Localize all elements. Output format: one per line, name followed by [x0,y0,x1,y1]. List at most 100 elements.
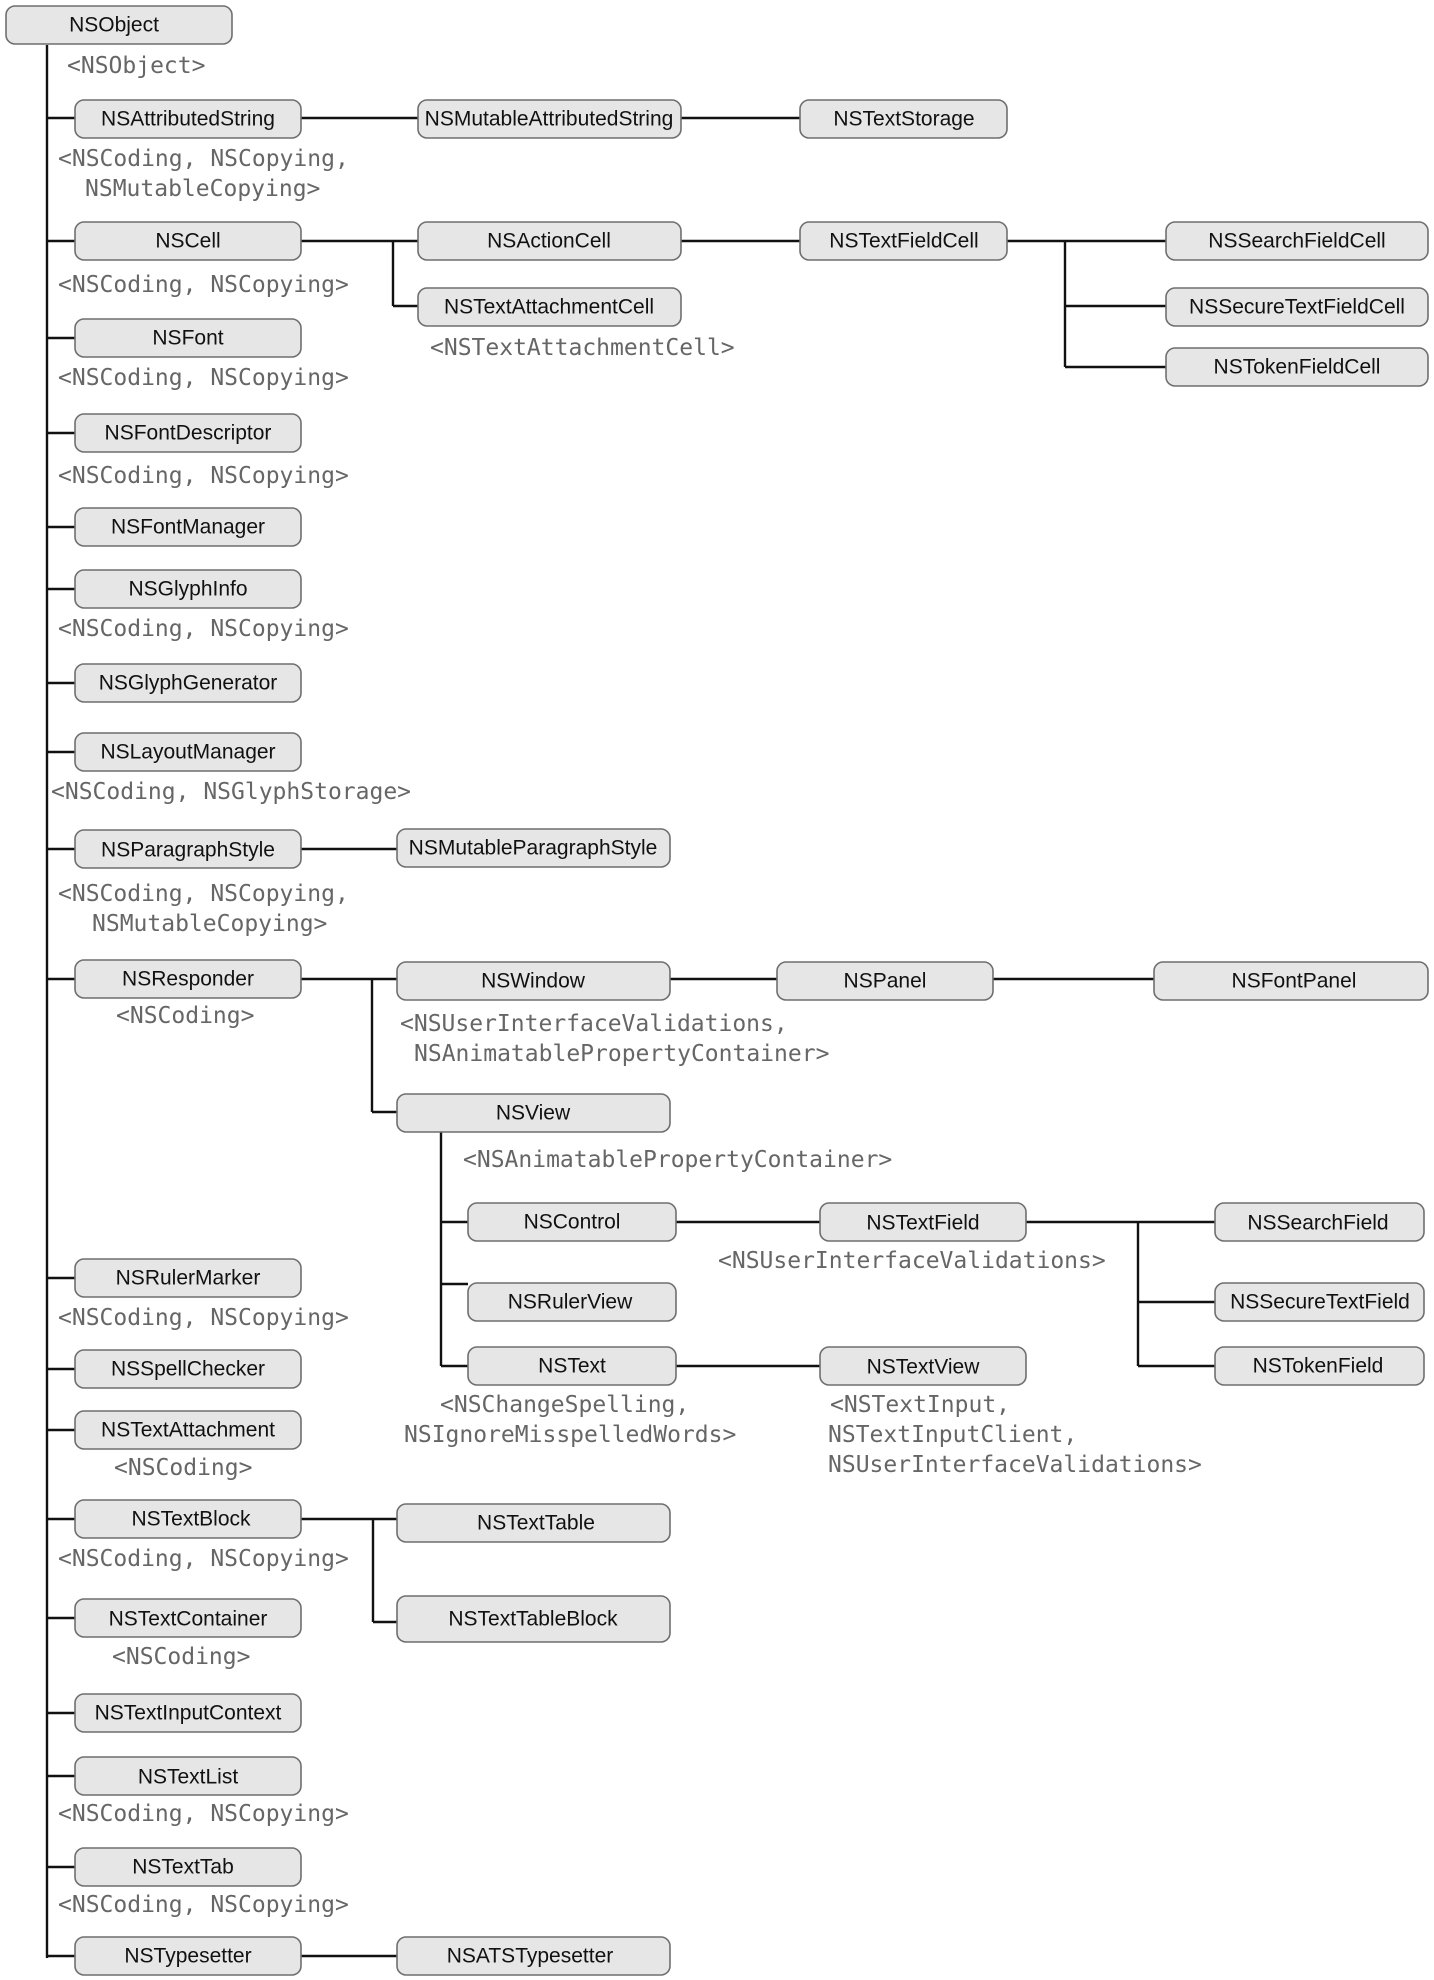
class-nstypesetter-label: NSTypesetter [124,1945,251,1968]
protocol-responder: <NSCoding> [116,1003,254,1029]
class-nsactioncell-label: NSActionCell [487,230,611,253]
class-nstokenfieldcell[interactable]: NSTokenFieldCell [1165,347,1429,387]
class-nstexttableblock[interactable]: NSTextTableBlock [396,1595,671,1643]
class-nspanel[interactable]: NSPanel [776,961,994,1001]
class-nsatstypesetter[interactable]: NSATSTypesetter [396,1936,671,1976]
class-nscell[interactable]: NSCell [74,221,302,261]
class-nsview-label: NSView [496,1102,571,1125]
class-nsspellchecker[interactable]: NSSpellChecker [74,1349,302,1389]
class-nsglyphinfo-label: NSGlyphInfo [128,578,247,601]
class-nstypesetter[interactable]: NSTypesetter [74,1936,302,1976]
class-nstextview-label: NSTextView [867,1356,981,1379]
protocol-layoutmanager: <NSCoding, NSGlyphStorage> [51,779,411,805]
class-nstokenfieldcell-label: NSTokenFieldCell [1214,356,1381,379]
class-nscontrol[interactable]: NSControl [467,1202,677,1242]
class-nsmutableparagraphstyle[interactable]: NSMutableParagraphStyle [396,828,671,868]
class-nstextlist[interactable]: NSTextList [74,1756,302,1796]
protocol-textfield: <NSUserInterfaceValidations> [718,1248,1106,1274]
class-nssearchfield[interactable]: NSSearchField [1214,1202,1425,1242]
class-nstextfieldcell[interactable]: NSTextFieldCell [799,221,1008,261]
protocol-attributedstring-line1: <NSCoding, NSCopying, [58,146,349,172]
class-nstextfieldcell-label: NSTextFieldCell [829,230,978,253]
class-nsrulermarker-label: NSRulerMarker [116,1267,261,1290]
class-nslayoutmanager-label: NSLayoutManager [100,741,275,764]
class-nssecuretextfieldcell-label: NSSecureTextFieldCell [1189,296,1405,319]
class-nstextattachmentcell[interactable]: NSTextAttachmentCell [417,287,682,327]
class-nsrulerview[interactable]: NSRulerView [467,1282,677,1322]
class-nsfontpanel-label: NSFontPanel [1232,970,1357,993]
class-nsfontmanager[interactable]: NSFontManager [74,507,302,547]
class-nsactioncell[interactable]: NSActionCell [417,221,682,261]
class-nstokenfield-label: NSTokenField [1253,1355,1384,1378]
class-nstextview[interactable]: NSTextView [819,1346,1027,1386]
class-nssecuretextfieldcell[interactable]: NSSecureTextFieldCell [1165,287,1429,327]
class-nsfontpanel[interactable]: NSFontPanel [1153,961,1429,1001]
class-nsresponder[interactable]: NSResponder [74,959,302,999]
protocol-view: <NSAnimatablePropertyContainer> [463,1147,892,1173]
class-nstexttable[interactable]: NSTextTable [396,1503,671,1543]
class-nsresponder-label: NSResponder [122,968,254,991]
class-nstokenfield[interactable]: NSTokenField [1214,1346,1425,1386]
protocol-text-line2: NSIgnoreMisspelledWords> [404,1422,736,1448]
class-nsglyphinfo[interactable]: NSGlyphInfo [74,569,302,609]
class-nswindow[interactable]: NSWindow [396,961,671,1001]
protocol-textcontainer: <NSCoding> [112,1644,250,1670]
class-nswindow-label: NSWindow [481,970,586,993]
protocol-fontdescriptor: <NSCoding, NSCopying> [58,463,349,489]
class-nsattributedstring[interactable]: NSAttributedString [74,99,302,139]
protocol-labels: <NSObject> <NSCoding, NSCopying, NSMutab… [51,53,1202,1918]
class-nstextattachment[interactable]: NSTextAttachment [74,1410,302,1450]
class-nscell-label: NSCell [155,230,220,253]
class-nstextblock-label: NSTextBlock [131,1508,251,1531]
class-nssearchfieldcell[interactable]: NSSearchFieldCell [1165,221,1429,261]
class-nsrulerview-label: NSRulerView [508,1291,633,1314]
class-nsmutableattributedstring[interactable]: NSMutableAttributedString [417,99,682,139]
class-nstextattachment-label: NSTextAttachment [101,1419,275,1442]
class-nstext[interactable]: NSText [467,1346,677,1386]
class-nstexttab-label: NSTextTab [132,1856,234,1879]
protocol-text-line1: <NSChangeSpelling, [440,1392,689,1418]
class-nsview[interactable]: NSView [396,1093,671,1133]
class-nstextinputcontext[interactable]: NSTextInputContext [74,1693,302,1733]
protocol-textattachment: <NSCoding> [114,1455,252,1481]
protocol-cell: <NSCoding, NSCopying> [58,272,349,298]
protocol-nsobject: <NSObject> [67,53,205,79]
class-nsmutableparagraphstyle-label: NSMutableParagraphStyle [409,837,658,860]
class-nstextblock[interactable]: NSTextBlock [74,1499,302,1539]
class-nsfont[interactable]: NSFont [74,318,302,358]
class-nsfontmanager-label: NSFontManager [111,516,265,539]
class-nstextfield-label: NSTextField [866,1212,979,1235]
class-nstexttab[interactable]: NSTextTab [74,1847,302,1887]
class-nsfontdescriptor[interactable]: NSFontDescriptor [74,413,302,453]
class-nslayoutmanager[interactable]: NSLayoutManager [74,732,302,772]
protocol-glyphinfo: <NSCoding, NSCopying> [58,616,349,642]
class-nsglyphgenerator-label: NSGlyphGenerator [99,672,278,695]
class-nsparagraphstyle[interactable]: NSParagraphStyle [74,829,302,869]
class-nstextfield[interactable]: NSTextField [819,1202,1027,1242]
protocol-paragraphstyle-line1: <NSCoding, NSCopying, [58,881,349,907]
class-nsattributedstring-label: NSAttributedString [101,108,275,131]
class-nssearchfieldcell-label: NSSearchFieldCell [1208,230,1385,253]
protocol-textblock: <NSCoding, NSCopying> [58,1546,349,1572]
protocol-paragraphstyle-line2: NSMutableCopying> [92,911,327,937]
class-nssearchfield-label: NSSearchField [1247,1212,1388,1235]
class-nstextattachmentcell-label: NSTextAttachmentCell [444,296,654,319]
class-nstextstorage[interactable]: NSTextStorage [799,99,1008,139]
class-nstextcontainer[interactable]: NSTextContainer [74,1598,302,1638]
class-nsfontdescriptor-label: NSFontDescriptor [105,422,272,445]
class-nstext-label: NSText [538,1355,606,1378]
class-nspanel-label: NSPanel [844,970,927,993]
class-nscontrol-label: NSControl [524,1211,621,1234]
protocol-texttab: <NSCoding, NSCopying> [58,1892,349,1918]
protocol-textview-line2: NSTextInputClient, [828,1422,1077,1448]
class-nsglyphgenerator[interactable]: NSGlyphGenerator [74,663,302,703]
class-nssecuretextfield[interactable]: NSSecureTextField [1214,1282,1425,1322]
class-nstexttable-label: NSTextTable [477,1512,595,1535]
class-nsobject[interactable]: NSObject [5,5,233,45]
class-nsrulermarker[interactable]: NSRulerMarker [74,1258,302,1298]
class-nsmutableattributedstring-label: NSMutableAttributedString [425,108,674,131]
protocol-window-line1: <NSUserInterfaceValidations, [400,1011,788,1037]
class-nstextlist-label: NSTextList [138,1766,239,1789]
protocol-textview-line3: NSUserInterfaceValidations> [828,1452,1202,1478]
